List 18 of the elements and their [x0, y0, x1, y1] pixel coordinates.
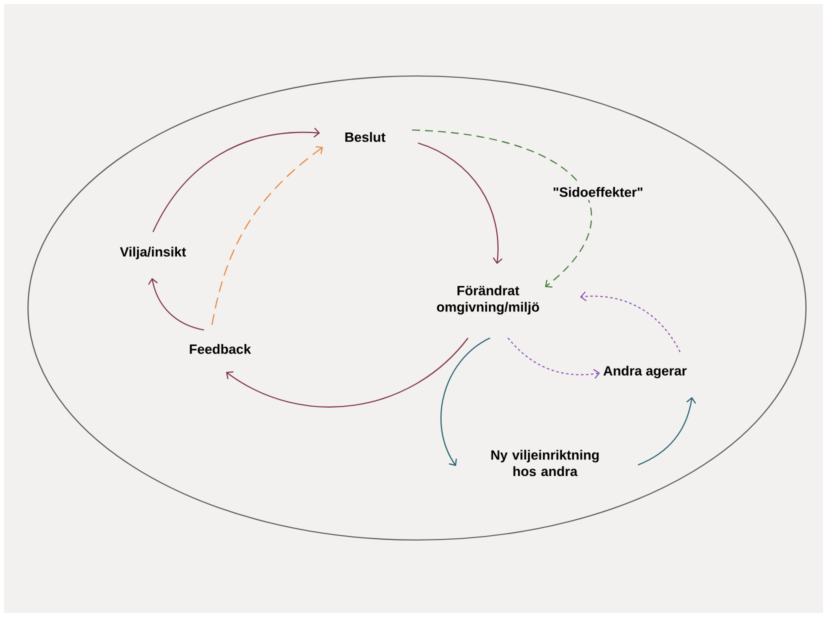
node-label: Feedback	[190, 344, 252, 354]
arrow	[508, 338, 600, 379]
arrow	[226, 338, 468, 408]
arrow	[440, 338, 490, 466]
arrow	[211, 146, 323, 326]
arrow	[148, 278, 204, 331]
arrow	[418, 142, 502, 264]
ellipse	[27, 75, 807, 541]
node-label: Andra agerar	[603, 366, 687, 378]
arrow	[580, 292, 680, 352]
edge-label: "Sidoeffekter"	[550, 184, 646, 200]
arrow	[638, 397, 696, 466]
arrow	[152, 128, 320, 232]
node-label: Beslut	[345, 132, 386, 142]
arrow	[412, 129, 592, 288]
node-label: Ny viljeinriktning hos andra	[491, 450, 599, 476]
node-label: Förändrat omgivning/miljö	[436, 285, 540, 314]
node-label: Vilja/insikt	[120, 246, 186, 260]
